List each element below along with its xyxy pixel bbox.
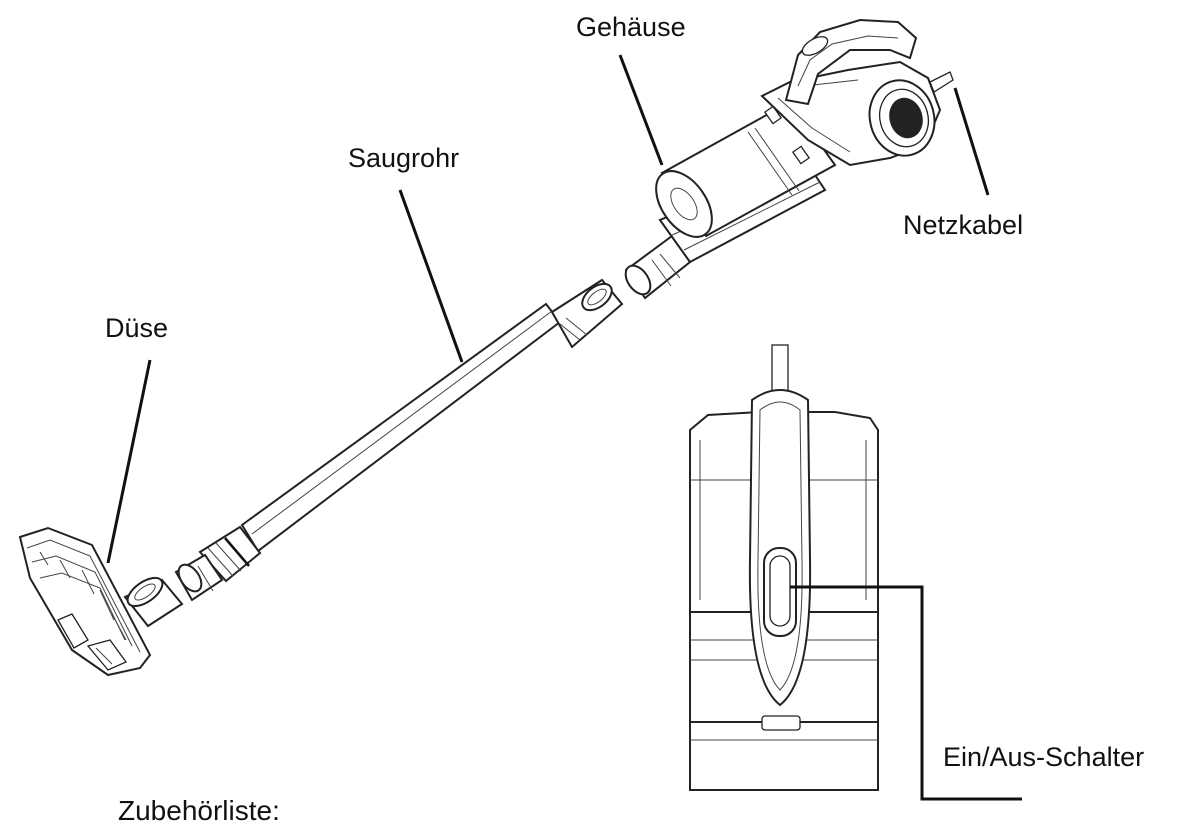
label-power-cord: Netzkabel <box>903 210 1024 240</box>
floor-nozzle <box>18 526 184 677</box>
label-tube: Saugrohr <box>348 143 460 173</box>
leader-line-housing <box>618 54 664 166</box>
label-accessories: Zubehörliste: <box>118 795 280 826</box>
tube-coupler <box>174 553 224 602</box>
label-switch: Ein/Aus-Schalter <box>943 742 1145 772</box>
leader-line-nozzle <box>106 359 152 564</box>
label-housing: Gehäuse <box>576 12 686 42</box>
leader-lines <box>106 54 1022 801</box>
switch-detail-inset <box>689 344 879 791</box>
suction-tube <box>198 278 624 583</box>
label-nozzle: Düse <box>105 313 169 343</box>
main-unit <box>624 18 954 300</box>
leader-line-power-cord <box>953 87 990 196</box>
leader-line-tube <box>398 189 464 363</box>
leader-line-switch <box>790 585 1022 801</box>
